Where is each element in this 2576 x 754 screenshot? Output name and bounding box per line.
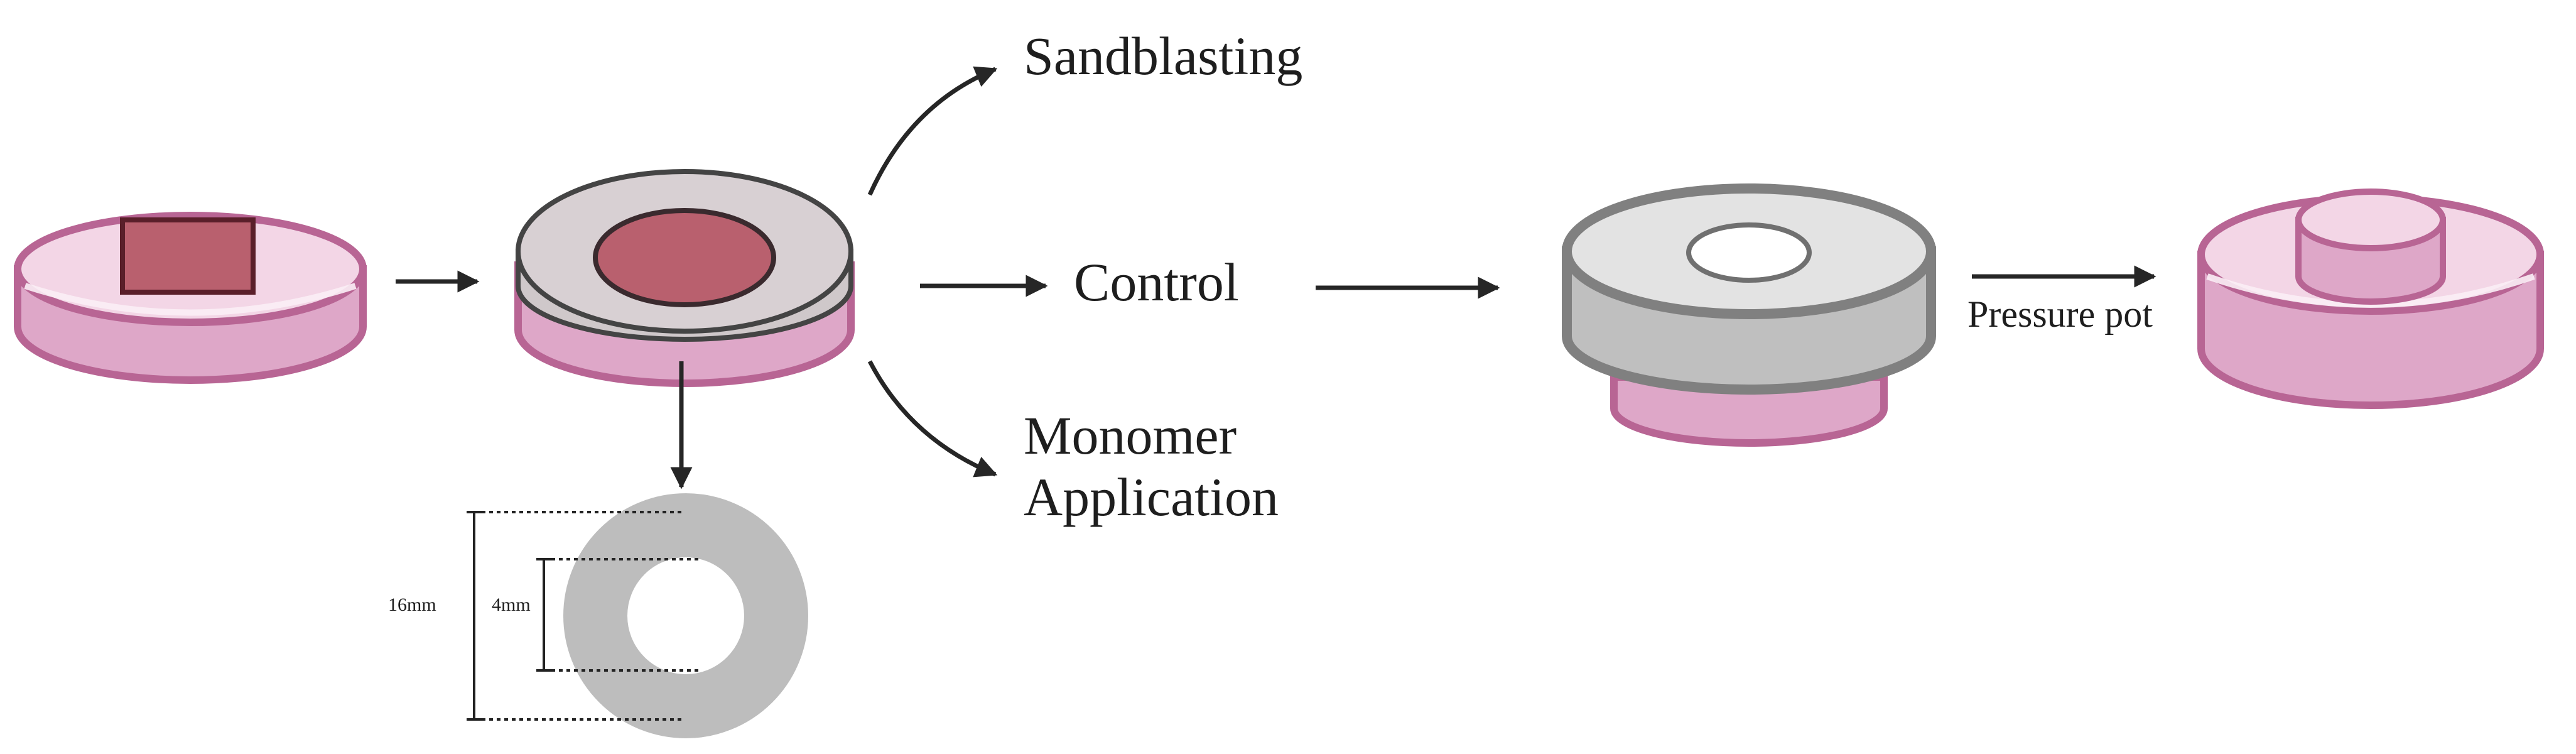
- arrow-to-monomer-application: [867, 360, 998, 478]
- arrow-to-sandblasting: [867, 66, 998, 196]
- mold-hole: [1686, 222, 1812, 283]
- repaired-specimen: [2197, 188, 2544, 409]
- rectangular-specimen: [120, 217, 256, 295]
- inner-diameter-label: 4mm: [492, 594, 531, 615]
- outer-diameter-label: 16mm: [388, 594, 436, 615]
- sandblasting-label: Sandblasting: [1024, 26, 1302, 86]
- ring-dimension-detail: [467, 493, 808, 738]
- pressure-pot-label: Pressure pot: [1967, 293, 2153, 335]
- resin-disc-with-specimen: [14, 212, 367, 384]
- disc-with-ring-mold: [514, 169, 855, 387]
- application-label: Application: [1024, 467, 1279, 527]
- exposed-specimen-area: [593, 208, 776, 307]
- monomer-label: Monomer: [1024, 405, 1237, 466]
- repair-mold-assembly: [1562, 183, 1936, 447]
- control-label: Control: [1074, 252, 1239, 312]
